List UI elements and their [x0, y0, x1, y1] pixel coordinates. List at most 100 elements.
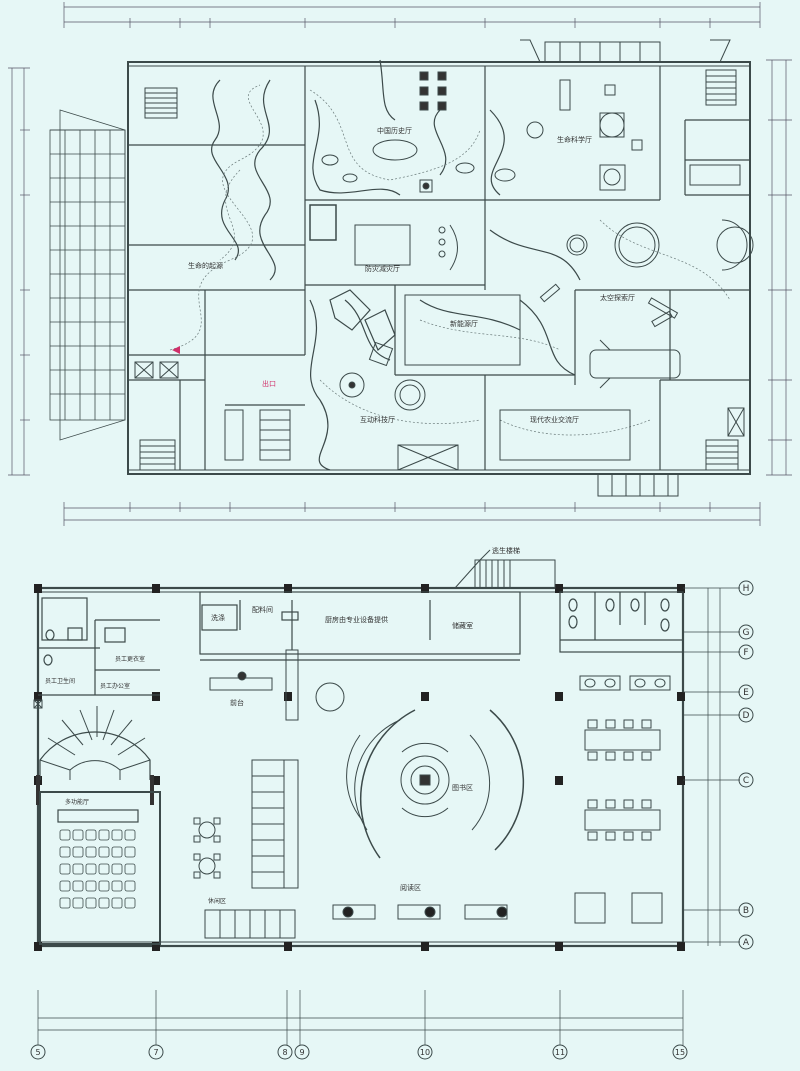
auditorium-seat	[72, 829, 84, 841]
reception-desk	[209, 671, 273, 691]
axis-letter-h: H	[743, 584, 750, 594]
top-service-rooms	[134, 164, 745, 461]
label-storage: 储藏室	[452, 621, 473, 630]
axis-number-10: 10	[420, 1048, 430, 1057]
auditorium-seat	[85, 880, 97, 892]
desk-chair	[587, 751, 598, 761]
auditorium-seat	[111, 863, 123, 875]
toilet-block-right	[559, 591, 684, 653]
auditorium-seat	[59, 863, 71, 875]
auditorium-seat	[111, 829, 123, 841]
auditorium-seat	[98, 846, 110, 858]
new-energy-exhibits	[404, 294, 681, 389]
multimedia-room	[39, 791, 161, 945]
auditorium-seat	[124, 829, 136, 841]
auditorium-seat	[59, 880, 71, 892]
top-interior-walls	[128, 66, 750, 470]
auditorium-seat	[98, 897, 110, 909]
axis-number-labels: 5 7 8 9 10 11 15	[35, 1048, 685, 1057]
auditorium-seat	[85, 846, 97, 858]
auditorium-seat	[98, 863, 110, 875]
stair-bottom-right	[705, 439, 739, 471]
desk-chair	[623, 799, 634, 809]
label-prep-room: 配料间	[252, 605, 273, 614]
bottom-axes	[37, 990, 684, 1045]
auditorium-seat	[124, 863, 136, 875]
sofa-column	[204, 759, 299, 939]
top-right-canopy	[520, 39, 731, 63]
auditorium-seat	[85, 829, 97, 841]
label-modern-agriculture: 现代农业交流厅	[530, 415, 579, 424]
bottom-plan	[30, 549, 754, 1060]
auditorium-seat	[85, 863, 97, 875]
top-dimension-lines	[63, 2, 761, 28]
axis-letter-b: B	[743, 906, 749, 916]
label-escape-stair: 逃生楼梯	[492, 546, 520, 555]
axis-number-5: 5	[35, 1048, 40, 1057]
desk-chair	[587, 799, 598, 809]
disaster-exhibits	[309, 204, 458, 271]
axis-number-7: 7	[153, 1048, 158, 1057]
exit-arrow	[172, 346, 180, 354]
auditorium-seat	[59, 829, 71, 841]
label-life-science: 生命科学厅	[557, 135, 592, 144]
library-center	[315, 682, 525, 859]
axis-letter-f: F	[743, 648, 748, 658]
label-multimedia: 多功能厅	[65, 798, 89, 806]
desk-chair	[605, 831, 616, 841]
label-china-history: 中国历史厅	[377, 126, 412, 135]
axis-letter-labels: H G F E D C B A	[743, 584, 750, 948]
right-desks	[574, 675, 671, 924]
left-glass-grid	[49, 109, 126, 441]
label-origin-of-life: 生命的起源	[188, 261, 223, 270]
visitor-route	[169, 84, 731, 436]
china-history-exhibits	[321, 71, 516, 193]
auditorium-seat	[59, 846, 71, 858]
axis-number-15: 15	[675, 1048, 685, 1057]
axis-number-9: 9	[299, 1048, 304, 1057]
spiral-stair	[33, 699, 154, 805]
interactive-exhibits	[329, 289, 459, 471]
auditorium-seat	[124, 880, 136, 892]
agriculture-exhibits	[499, 409, 631, 461]
label-interactive-science: 互动科技厅	[360, 415, 395, 424]
right-axes	[683, 587, 740, 946]
label-staff-toilet: 员工卫生间	[45, 677, 75, 685]
label-staff-changing: 员工更衣室	[115, 655, 145, 663]
auditorium-seat	[111, 897, 123, 909]
round-tables	[193, 817, 221, 879]
auditorium-seat	[59, 897, 71, 909]
desk-chair	[587, 719, 598, 729]
desk-chair	[623, 751, 634, 761]
label-reading-area: 阅读区	[400, 883, 421, 892]
label-library-area: 图书区	[452, 783, 473, 792]
left-dimension-lines	[8, 67, 30, 476]
right-dimension-lines	[766, 59, 792, 476]
axis-letter-d: D	[743, 711, 750, 721]
auditorium-seat	[124, 897, 136, 909]
desk-chair	[641, 799, 652, 809]
axis-letter-c: C	[743, 776, 749, 786]
stair-top-right	[705, 69, 737, 106]
staff-rooms	[38, 597, 160, 696]
desk-chair	[623, 831, 634, 841]
bottom-dimension-lines	[63, 502, 761, 526]
life-science-exhibits	[526, 79, 643, 191]
label-new-energy: 新能源厅	[450, 319, 478, 328]
axis-number-11: 11	[555, 1048, 565, 1057]
label-exit: 出口	[262, 379, 276, 388]
desk-chair	[605, 719, 616, 729]
auditorium-seat	[111, 880, 123, 892]
columns	[34, 584, 685, 951]
auditorium-seat	[98, 829, 110, 841]
label-disaster-prevention: 防灾减灾厅	[365, 264, 400, 273]
desk-chair	[623, 719, 634, 729]
label-kitchen-note: 厨房由专业设备提供	[325, 615, 388, 624]
auditorium-seat	[72, 897, 84, 909]
axis-number-8: 8	[282, 1048, 287, 1057]
kitchen-walls	[199, 591, 521, 721]
auditorium-seat	[85, 897, 97, 909]
axis-letter-a: A	[743, 938, 750, 948]
